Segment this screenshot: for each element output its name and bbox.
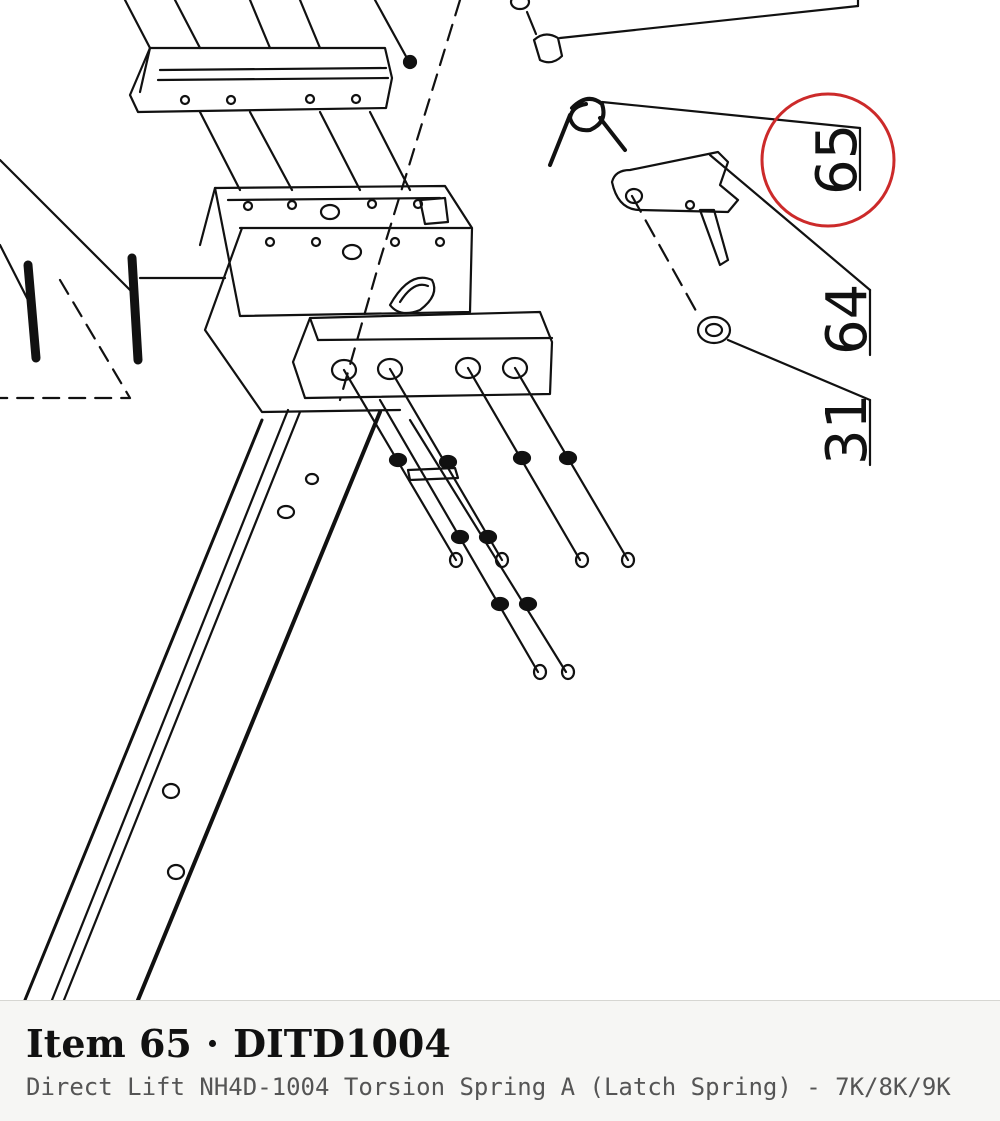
- part-description: Direct Lift NH4D-1004 Torsion Spring A (…: [26, 1073, 951, 1101]
- torsion-spring: [548, 96, 627, 167]
- caption-title: Item 65 · DITD1004: [26, 1021, 451, 1066]
- main-rail: [23, 408, 382, 1000]
- item-label: Item 65: [26, 1021, 192, 1066]
- callout-64: 64: [815, 284, 880, 355]
- callout-labels: 65 64 31: [805, 124, 880, 465]
- latch-assembly: [509, 0, 872, 467]
- top-bracket-bar: [123, 0, 462, 402]
- part-number: DITD1004: [233, 1021, 451, 1066]
- callout-65: 65: [805, 124, 870, 195]
- bracket-housing: [198, 184, 474, 414]
- front-plate: [291, 310, 554, 400]
- callout-31: 31: [815, 394, 880, 465]
- spring-rods: [0, 158, 227, 400]
- separator: ·: [205, 1021, 220, 1066]
- parts-diagram: 65 64 31: [0, 0, 896, 1000]
- caption-bar: Item 65 · DITD1004 Direct Lift NH4D-1004 T…: [0, 1000, 1000, 1121]
- bolt-set: [342, 366, 636, 681]
- highlight-circle: [760, 92, 896, 228]
